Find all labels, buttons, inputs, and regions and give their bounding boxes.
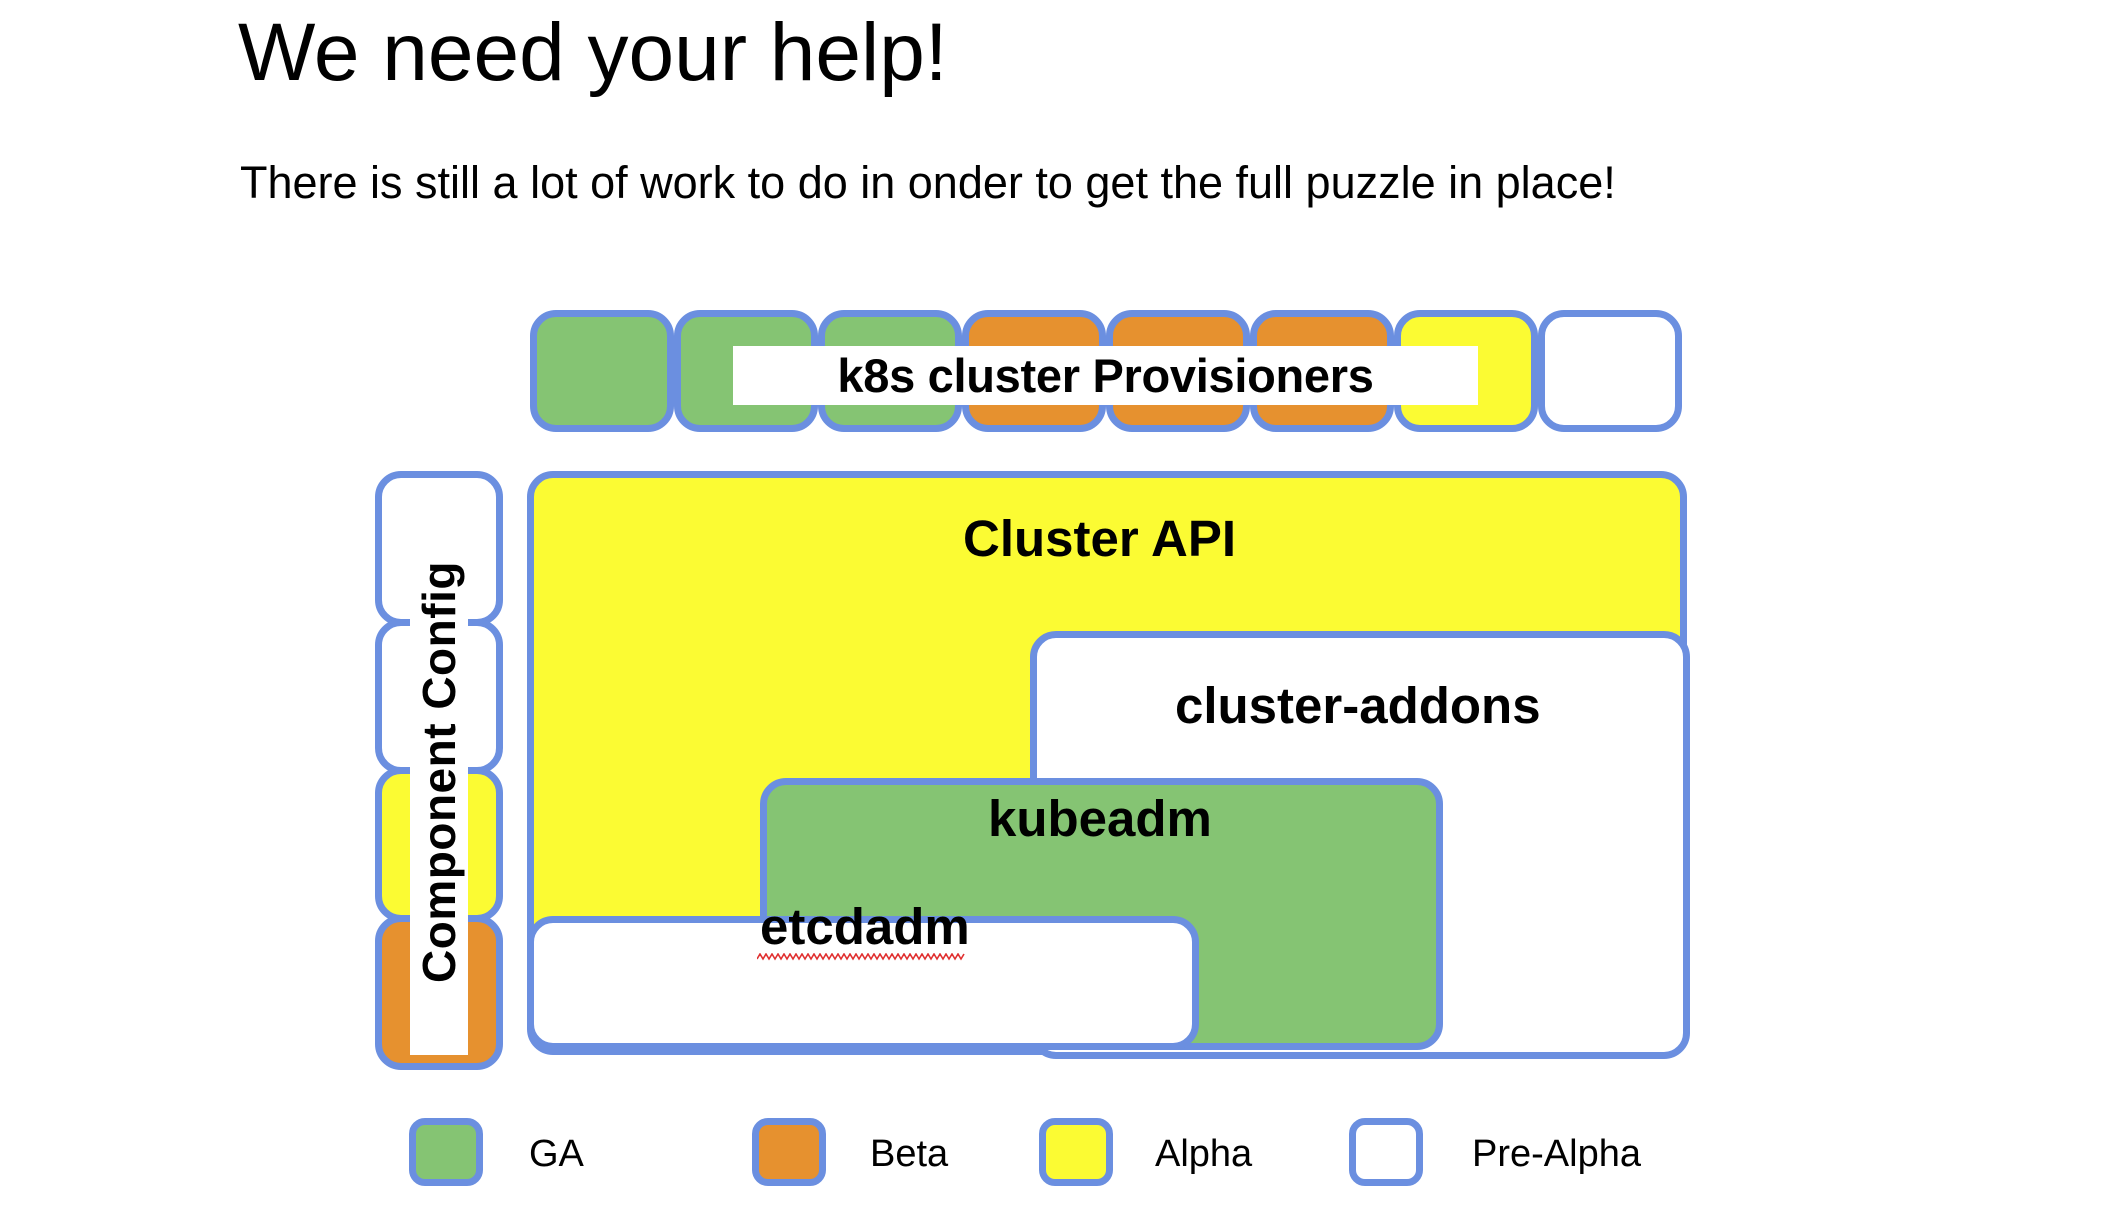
provisioner-row-label-text: k8s cluster Provisioners: [837, 349, 1374, 402]
spellcheck-underline-icon: [757, 953, 965, 961]
legend-label-pre-alpha: Pre-Alpha: [1472, 1133, 1641, 1175]
component-config-label-text: Component Config: [413, 561, 466, 983]
legend-swatch-pre-alpha: [1349, 1118, 1423, 1186]
component-config-label: Component Config: [410, 489, 468, 1055]
kubeadm-label: kubeadm: [988, 790, 1212, 847]
cluster-api-label: Cluster API: [963, 510, 1237, 567]
legend-swatch-ga: [409, 1118, 483, 1186]
etcdadm-box[interactable]: [527, 916, 1199, 1050]
etcdadm-label: etcdadm: [760, 898, 970, 955]
provisioner-row-label: k8s cluster Provisioners: [733, 346, 1478, 405]
cluster-addons-label: cluster-addons: [1175, 677, 1541, 734]
provisioner-box-8[interactable]: [1538, 310, 1682, 432]
provisioner-box-1[interactable]: [530, 310, 674, 432]
legend-swatch-alpha: [1039, 1118, 1113, 1186]
page-title: We need your help!: [238, 7, 948, 98]
page-subtitle: There is still a lot of work to do in on…: [240, 157, 1616, 208]
legend-label-alpha: Alpha: [1155, 1133, 1253, 1175]
legend-label-ga: GA: [529, 1133, 584, 1175]
legend-label-beta: Beta: [870, 1133, 949, 1175]
legend-swatch-beta: [752, 1118, 826, 1186]
